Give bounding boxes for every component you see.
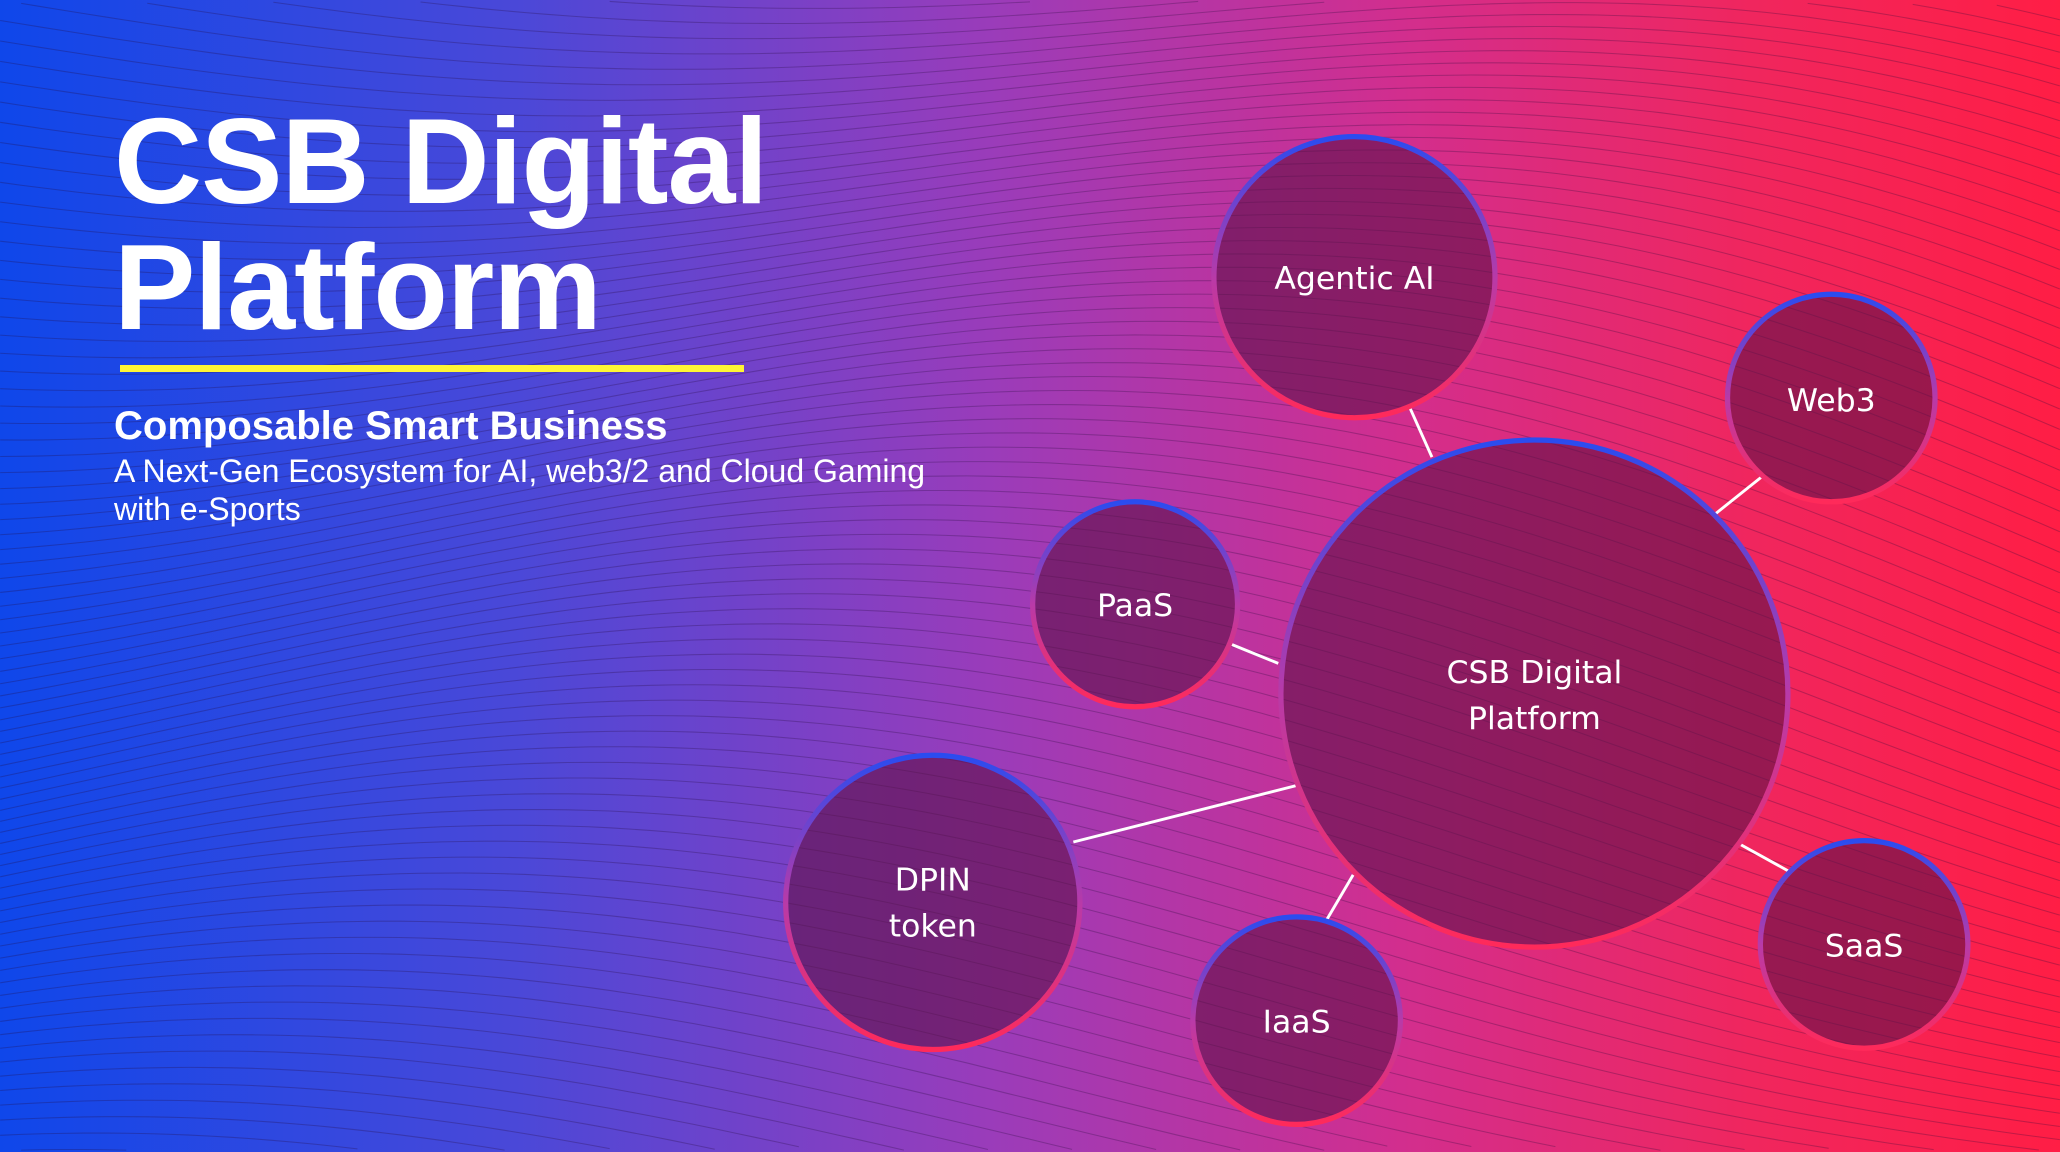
wave-line [0, 669, 2060, 998]
wave-line [0, 1034, 989, 1151]
wave-line [0, 307, 2060, 533]
wave-line [0, 280, 2060, 492]
wave-line [0, 1050, 905, 1151]
title-line-2: Platform [114, 219, 602, 355]
connector-dpin [1072, 784, 1298, 844]
center-label-line-2: Platform [1468, 701, 1601, 737]
connector-web3 [1714, 475, 1763, 515]
wave-line [420, 0, 2060, 37]
wave-line [0, 653, 2060, 982]
wave-line [0, 200, 2060, 369]
wave-line [0, 952, 1388, 1147]
wave-line [21, 2, 2060, 87]
wave-line [0, 124, 2060, 251]
dpin-label-line-2: token [889, 909, 977, 945]
wave-line [0, 174, 2060, 329]
wave-line [0, 348, 2060, 594]
wave-line [0, 1116, 505, 1151]
node-agentic-ai [1211, 133, 1498, 421]
wave-line [0, 293, 2060, 512]
wave-line [0, 1017, 1073, 1150]
wave-line [0, 1099, 610, 1150]
web3-label: Web3 [1787, 383, 1876, 419]
iaas-label: IaaS [1263, 1004, 1331, 1040]
connector-iaas [1325, 874, 1355, 921]
subtitle: Composable Smart Business [114, 404, 668, 448]
wave-line [0, 50, 2060, 139]
node-web3 [1724, 291, 1938, 505]
node-paas [1030, 499, 1241, 710]
wave-line [0, 730, 2060, 1058]
dpin-label-line-1: DPIN [895, 863, 971, 899]
page-title: CSB Digital Platform [114, 93, 768, 355]
node-dpin-token [783, 752, 1083, 1053]
wave-line [0, 111, 2060, 232]
paas-label: PaaS [1097, 588, 1173, 624]
description-line-2: with e-Sports [114, 491, 301, 527]
wave-line [147, 2, 2060, 70]
node-saas [1757, 838, 1971, 1051]
wave-line [0, 362, 2060, 614]
wave-line [0, 136, 2060, 270]
wave-line [0, 375, 2060, 634]
wave-line [0, 149, 2060, 290]
center-node-circle [1278, 437, 1791, 950]
wave-line [0, 699, 2060, 1029]
wave-line [0, 266, 2060, 471]
connector-paas [1229, 642, 1279, 665]
description-line-1: A Next-Gen Ecosystem for AI, web3/2 and … [114, 453, 926, 489]
wave-line [0, 162, 2060, 310]
description: A Next-Gen Ecosystem for AI, web3/2 and … [114, 452, 1014, 528]
saas-label: SaaS [1825, 928, 1904, 964]
wave-line [273, 1, 2060, 53]
wave-line [609, 0, 2060, 21]
wave-line [0, 62, 2060, 157]
wave-line [0, 684, 2060, 1014]
wave-line [0, 253, 2060, 451]
wave-line [0, 74, 2060, 176]
connector-agentic-ai [1408, 406, 1434, 458]
wave-line [0, 715, 2060, 1044]
wave-line [0, 1132, 358, 1150]
wave-line [0, 213, 2060, 390]
wave-line [0, 187, 2060, 349]
wave-line [0, 38, 2060, 122]
connectors [1072, 406, 1792, 921]
connector-saas [1739, 843, 1792, 874]
wave-line [0, 320, 2060, 553]
agentic-ai-label: Agentic AI [1274, 261, 1434, 297]
title-underline [120, 365, 744, 372]
wave-line [0, 1083, 715, 1150]
wave-line [0, 1066, 799, 1148]
wave-line [0, 985, 1241, 1151]
wave-line [0, 334, 2060, 574]
wave-line [0, 969, 1325, 1151]
wave-line [0, 240, 2060, 430]
center-label-line-1: CSB Digital [1446, 655, 1622, 691]
title-line-1: CSB Digital [114, 93, 768, 229]
wave-line [0, 226, 2060, 410]
wave-line [0, 86, 2060, 194]
wave-line [0, 19, 2060, 104]
wave-line [0, 99, 2060, 213]
node-iaas [1190, 914, 1404, 1128]
wave-line [0, 1001, 1157, 1151]
wave-line [21, 1148, 127, 1151]
